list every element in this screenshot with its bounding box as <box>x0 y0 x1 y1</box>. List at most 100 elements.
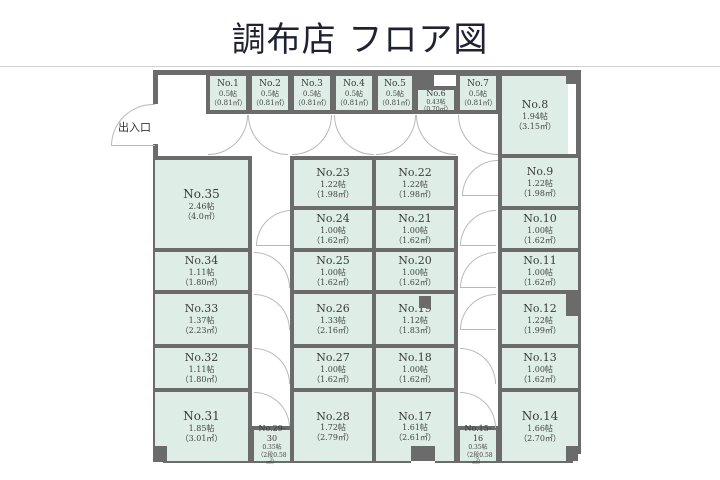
door-no12[interactable] <box>460 348 496 384</box>
room-size-m2: （1.80㎡） <box>180 277 223 287</box>
room-no5[interactable]: No.5 0.5帖 （0.81㎡） <box>374 72 416 114</box>
room-no23[interactable]: No.23 1.22帖 （1.98㎡） <box>290 156 376 210</box>
room-size-m2: （0.70㎡） <box>420 106 452 113</box>
room-no31[interactable]: No.31 1.85帖 （3.01㎡） <box>155 388 252 461</box>
room-no22[interactable]: No.22 1.22帖 （1.98㎡） <box>372 156 458 210</box>
room-size-m2: （1.98㎡） <box>394 189 436 199</box>
room-size-jo: 0.5帖 <box>468 89 488 98</box>
room-size-jo: 1.00帖 <box>527 364 553 374</box>
room-number: No.27 <box>316 351 350 365</box>
room-number: No.28 <box>316 409 350 423</box>
room-no26[interactable]: No.26 1.33帖 （2.16㎡） <box>290 290 376 348</box>
room-no7[interactable]: No.7 0.5帖 （0.81㎡） <box>456 72 500 114</box>
room-no2[interactable]: No.2 0.5帖 （0.81㎡） <box>248 72 292 114</box>
door-no4[interactable] <box>334 115 374 155</box>
door-no3[interactable] <box>292 115 332 155</box>
room-no3[interactable]: No.3 0.5帖 （0.81㎡） <box>290 72 334 114</box>
door-no15-16[interactable] <box>460 392 496 428</box>
room-number: No.13 <box>523 351 557 365</box>
room-no1[interactable]: No.1 0.5帖 （0.81㎡） <box>206 72 250 114</box>
door-no11[interactable] <box>460 294 496 330</box>
no6-top-wall <box>430 72 434 88</box>
room-size-jo: 1.00帖 <box>527 225 553 235</box>
door-no29-30[interactable] <box>254 392 290 428</box>
room-size-m2: （2.79㎡） <box>312 433 354 443</box>
door-no8[interactable] <box>462 160 498 196</box>
room-number: No.24 <box>316 212 350 226</box>
room-number: No.3 <box>301 78 323 89</box>
room-no10[interactable]: No.10 1.00帖 （1.62㎡） <box>498 206 578 252</box>
room-no15-16[interactable]: No.15-16 0.35帖 （2段0.58㎡） <box>456 424 500 466</box>
room-no9[interactable]: No.9 1.22帖 （1.98㎡） <box>498 154 578 210</box>
room-no34[interactable]: No.34 1.11帖 （1.80㎡） <box>155 248 252 294</box>
room-number: No.25 <box>316 254 350 268</box>
room-no29-30[interactable]: No.29-30 0.35帖 （2段0.58㎡） <box>250 424 294 466</box>
pillar-no17-bottom <box>411 446 435 461</box>
outer-wall-left-upper <box>153 70 158 104</box>
pillar-right-mid-overlay <box>566 292 581 316</box>
room-no28[interactable]: No.28 1.72帖 （2.79㎡） <box>290 388 376 461</box>
room-no32[interactable]: No.32 1.11帖 （1.80㎡） <box>155 344 252 392</box>
room-no14[interactable]: No.14 1.66帖 （2.70㎡） <box>498 388 578 461</box>
room-number: No.31 <box>183 409 220 423</box>
room-no27[interactable]: No.27 1.00帖 （1.62㎡） <box>290 344 376 392</box>
room-size-jo: 1.00帖 <box>320 364 346 374</box>
room-no12[interactable]: No.12 1.22帖 （1.99㎡） <box>498 290 578 348</box>
room-size-jo: 0.43帖 <box>426 98 446 106</box>
room-no18[interactable]: No.18 1.00帖 （1.62㎡） <box>372 344 458 392</box>
door-no34[interactable] <box>254 252 290 288</box>
room-size-m2: （2段0.58㎡） <box>463 451 493 467</box>
door-no32[interactable] <box>254 348 290 384</box>
door-no35[interactable] <box>256 210 292 246</box>
room-number: No.29-30 <box>258 424 286 444</box>
room-size-jo: 0.5帖 <box>385 89 405 98</box>
room-no6[interactable]: No.6 0.43帖 （0.70㎡） <box>414 86 458 114</box>
door-no33[interactable] <box>254 294 290 330</box>
room-no13[interactable]: No.13 1.00帖 （1.62㎡） <box>498 344 578 392</box>
door-no6[interactable] <box>416 115 456 155</box>
room-size-m2: （0.81㎡） <box>252 98 289 107</box>
room-size-m2: （0.81㎡） <box>460 98 497 107</box>
room-no20[interactable]: No.20 1.00帖 （1.62㎡） <box>372 248 458 294</box>
door-no10[interactable] <box>460 252 496 288</box>
room-number: No.7 <box>467 78 489 89</box>
door-no1[interactable] <box>208 115 248 155</box>
outer-wall-right <box>576 84 581 454</box>
room-no19[interactable]: No.19 1.12帖 （1.83㎡） <box>372 290 458 348</box>
room-size-m2: （1.62㎡） <box>394 374 436 384</box>
entrance-label: 出入口 <box>118 121 151 134</box>
room-number: No.22 <box>398 166 432 180</box>
room-number: No.9 <box>526 165 554 179</box>
room-number: No.4 <box>343 78 365 89</box>
room-no33[interactable]: No.33 1.37帖 （2.23㎡） <box>155 290 252 348</box>
room-size-jo: 0.5帖 <box>260 89 280 98</box>
door-no5[interactable] <box>376 115 416 155</box>
room-size-jo: 1.72帖 <box>320 423 346 433</box>
room-number: No.20 <box>398 254 432 268</box>
room-size-jo: 1.22帖 <box>320 179 346 189</box>
room-number: No.10 <box>523 212 557 226</box>
door-no9[interactable] <box>460 210 496 246</box>
room-no35[interactable]: No.35 2.46帖 （4.0㎡） <box>155 156 252 252</box>
room-size-jo: 1.61帖 <box>402 423 428 433</box>
room-size-m2: （2.16㎡） <box>312 325 354 335</box>
door-no2[interactable] <box>248 115 288 155</box>
room-no21[interactable]: No.21 1.00帖 （1.62㎡） <box>372 206 458 252</box>
room-no11[interactable]: No.11 1.00帖 （1.62㎡） <box>498 248 578 294</box>
room-size-m2: （3.01㎡） <box>180 434 223 443</box>
room-no8[interactable]: No.8 1.94帖 （3.15㎡） <box>498 72 568 158</box>
room-number: No.21 <box>398 212 432 226</box>
room-number: No.1 <box>217 78 239 89</box>
room-no24[interactable]: No.24 1.00帖 （1.62㎡） <box>290 206 376 252</box>
room-size-m2: （1.62㎡） <box>519 374 561 384</box>
room-size-m2: （1.83㎡） <box>394 325 436 335</box>
room-size-jo: 1.22帖 <box>527 178 553 188</box>
room-size-jo: 0.5帖 <box>218 89 238 98</box>
door-no7[interactable] <box>458 115 498 155</box>
room-size-m2: （1.98㎡） <box>312 189 354 199</box>
room-no25[interactable]: No.25 1.00帖 （1.62㎡） <box>290 248 376 294</box>
room-no4[interactable]: No.4 0.5帖 （0.81㎡） <box>332 72 376 114</box>
room-number: No.2 <box>259 78 281 89</box>
room-number: No.26 <box>316 302 350 316</box>
room-size-jo: 1.12帖 <box>402 315 428 325</box>
